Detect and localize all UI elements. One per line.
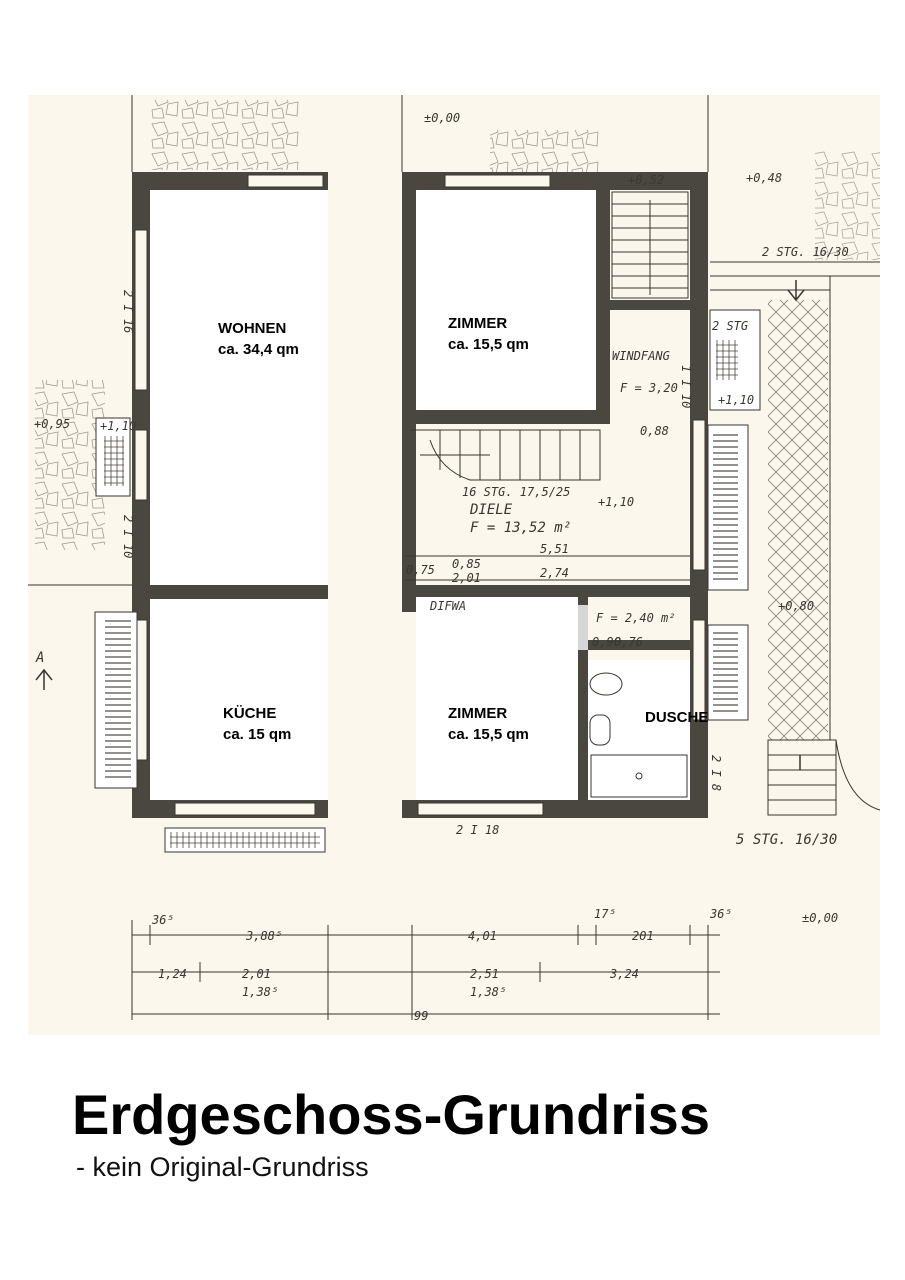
stairs-inner-label: 16 STG. 17,5/25 — [462, 485, 570, 499]
room-wohnen-name: WOHNEN — [218, 320, 286, 337]
room-zimmer-bottom-floor — [416, 597, 578, 800]
radiator-left-ribs — [105, 620, 131, 780]
beam-2i18: 2 I 18 — [456, 823, 499, 837]
room-kueche-area: ca. 15 qm — [223, 726, 291, 743]
room-wohnen-floor — [150, 190, 328, 585]
dim-1385-right: 1,38⁵ — [470, 985, 506, 999]
dim-076: 0,76 — [614, 635, 643, 649]
dim-201c: 201 — [632, 929, 654, 943]
dim-075: 0,75 — [406, 563, 435, 577]
dim-088: 0,88 — [640, 424, 669, 438]
dim-124: 1,24 — [158, 967, 187, 981]
outside-stairs-upper — [710, 261, 880, 740]
arrow-up-icon — [35, 668, 53, 690]
dim-99: 99 — [414, 1009, 428, 1023]
beam-2i8: 2 I 8 — [709, 755, 723, 791]
diele-label: DIELE — [469, 502, 513, 518]
dim-201b: 2,01 — [242, 967, 271, 981]
room-kueche-name: KÜCHE — [223, 705, 276, 722]
dim-365-left: 36⁵ — [151, 913, 174, 927]
page-title: Erdgeschoss-Grundriss — [72, 1083, 710, 1146]
level-top: ±0,00 — [424, 111, 460, 125]
level-052: +0,52 — [628, 173, 664, 187]
beam-1i10: 1 I 10 — [679, 365, 693, 408]
level-bottom: ±0,00 — [802, 911, 838, 925]
terrace-stone-left — [35, 380, 105, 550]
section-a-label: A — [35, 650, 44, 666]
room-zimmer-top-area: ca. 15,5 qm — [448, 336, 529, 353]
dim-251: 2,51 — [470, 967, 499, 981]
floor-plan: WOHNEN ca. 34,4 qm ZIMMER ca. 15,5 qm KÜ… — [28, 95, 881, 1035]
stairs-lower-label: 5 STG. 16/30 — [736, 832, 837, 848]
room-wohnen-area: ca. 34,4 qm — [218, 341, 299, 358]
shower-tray-icon — [590, 754, 688, 798]
shower-drain-icon — [635, 772, 643, 780]
room-kueche-floor — [150, 599, 328, 800]
windfang-label: WINDFANG — [612, 349, 670, 363]
dim-401: 4,01 — [468, 929, 497, 943]
radiator-right-1-ribs — [713, 432, 738, 582]
dim-324: 3,24 — [609, 967, 639, 981]
left-windows — [134, 174, 324, 816]
dim-551: 5,51 — [540, 542, 569, 556]
difwa-label: DIFWA — [429, 599, 466, 613]
dim-3885: 3,88⁵ — [245, 929, 282, 943]
beam-2i16: 2 I 16 — [121, 290, 135, 333]
arrow-down-icon — [787, 280, 805, 302]
beam-2i10: 2 I 10 — [121, 515, 135, 558]
right-wing-walls — [402, 172, 708, 818]
heater-left-grill — [104, 436, 124, 486]
level-048: +0,48 — [746, 171, 782, 185]
level-110-left: +1,10 — [100, 419, 136, 433]
page-subtitle: - kein Original-Grundriss — [76, 1152, 369, 1182]
terrace-stone-mid — [490, 130, 600, 175]
dim-201: 2,01 — [452, 571, 481, 585]
dim-1385-left: 1,38⁵ — [242, 985, 278, 999]
terrace-stone-top — [150, 100, 300, 170]
level-110-diele: +1,10 — [598, 495, 634, 509]
f-240: F = 2,40 m² — [596, 611, 675, 625]
diele-area: F = 13,52 m² — [470, 520, 571, 536]
level-080: +0,80 — [778, 599, 814, 613]
terrace-stone-right — [815, 150, 880, 260]
dim-365-right: 36⁵ — [709, 907, 732, 921]
upper-staircase — [611, 191, 689, 299]
room-zimmer-top-floor — [416, 190, 596, 410]
radiator-right-2-ribs — [713, 632, 738, 712]
dim-274: 2,74 — [540, 566, 569, 580]
dimension-lines — [28, 95, 720, 1020]
room-zimmer-top-name: ZIMMER — [448, 315, 507, 332]
room-dusche-name: DUSCHE — [645, 709, 708, 726]
stg-small-label: 2 STG — [712, 319, 748, 333]
outside-stairs-lower — [767, 739, 881, 816]
inner-staircase — [410, 429, 601, 481]
entrance-path-hatch — [768, 300, 828, 740]
dim-175: 17⁵ — [594, 907, 616, 921]
entrance-glass-panel — [578, 605, 588, 650]
level-095: +0,95 — [34, 417, 70, 431]
room-zimmer-bottom-area: ca. 15,5 qm — [448, 726, 529, 743]
level-110-right: +1,10 — [718, 393, 754, 407]
dim-090: 0,90 — [592, 635, 621, 649]
radiator-bottom-ribs — [170, 832, 320, 848]
windfang-area: F = 3,20 — [620, 381, 678, 395]
heater-windfang-grill — [716, 340, 738, 380]
dim-085: 0,85 — [452, 557, 481, 571]
toilet-icon — [589, 672, 623, 696]
right-windows — [417, 174, 706, 816]
sink-icon — [589, 714, 611, 746]
room-zimmer-bottom-name: ZIMMER — [448, 705, 507, 722]
stairs-upper-label: 2 STG. 16/30 — [762, 245, 849, 259]
